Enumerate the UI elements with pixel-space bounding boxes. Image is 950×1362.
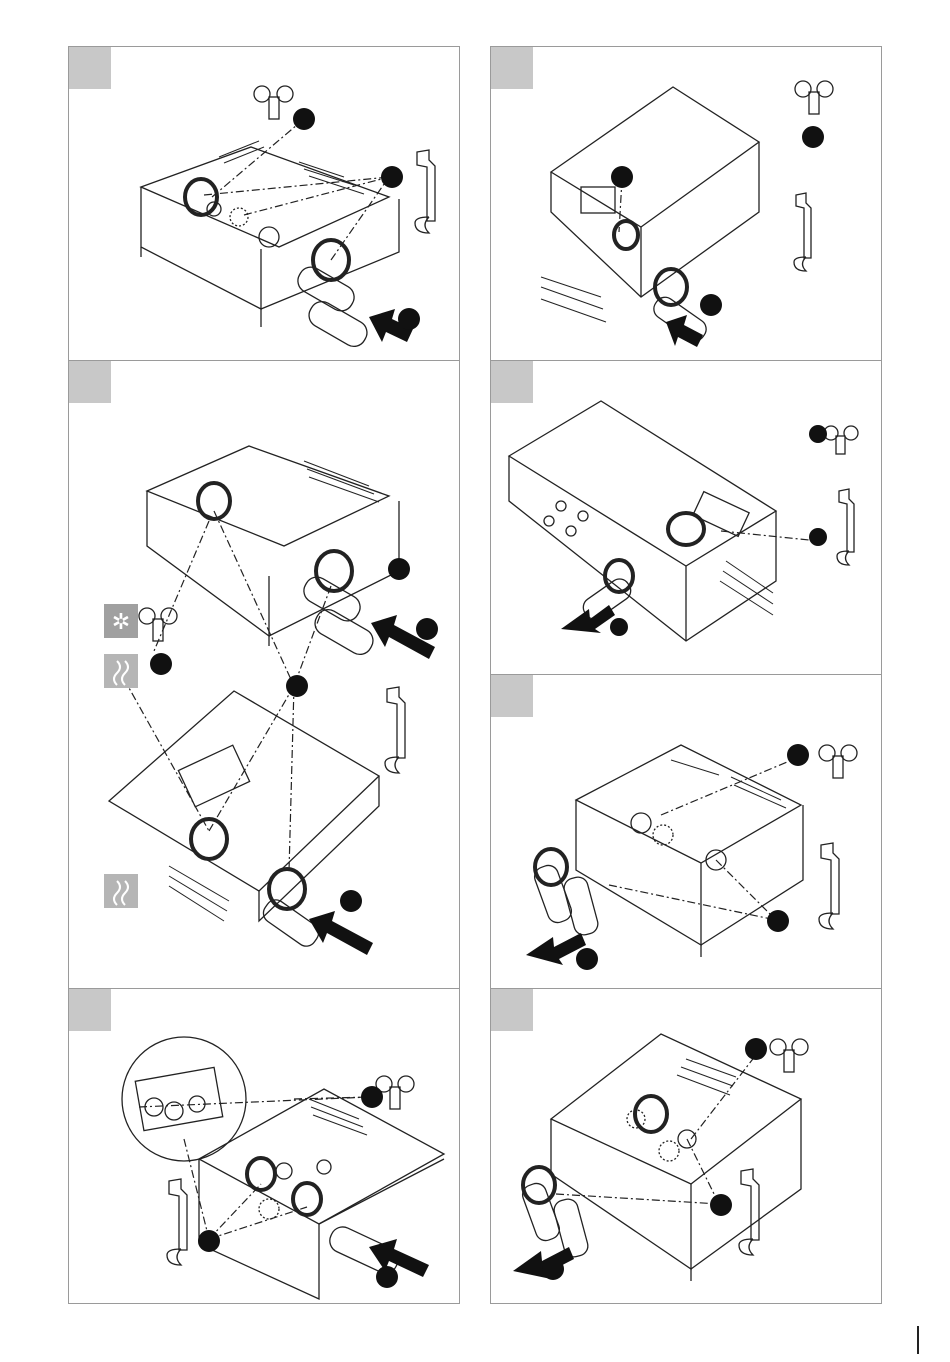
panel-step-5 <box>490 674 882 990</box>
step-marker <box>361 1086 383 1108</box>
connection-illustration <box>491 675 882 990</box>
heat-wave-icon <box>104 874 138 908</box>
step-marker <box>767 910 789 932</box>
connection-illustration <box>491 361 882 676</box>
bleed-key-icon <box>824 426 858 454</box>
insert-arrow-icon <box>666 315 703 347</box>
step-marker <box>809 425 827 443</box>
step-marker <box>610 618 628 636</box>
bleed-key-icon <box>795 81 833 114</box>
step-marker <box>710 1194 732 1216</box>
connection-illustration <box>69 47 460 362</box>
step-marker <box>802 126 824 148</box>
panel-step-7 <box>490 988 882 1304</box>
step-marker <box>293 108 315 130</box>
step-marker <box>198 1230 220 1252</box>
panel-step-3: ✲ <box>68 360 460 990</box>
step-marker <box>340 890 362 912</box>
step-marker <box>809 528 827 546</box>
bleed-key-icon <box>254 86 293 119</box>
step-marker <box>416 618 438 640</box>
panel-step-4 <box>490 360 882 676</box>
panel-step-1 <box>68 46 460 362</box>
panel-step-6 <box>68 988 460 1304</box>
step-marker <box>286 675 308 697</box>
step-marker <box>376 1266 398 1288</box>
step-marker <box>542 1258 564 1280</box>
step-marker <box>388 558 410 580</box>
bleed-key-icon <box>819 745 857 778</box>
step-marker <box>576 948 598 970</box>
step-marker <box>787 744 809 766</box>
page-edge-marker <box>917 1326 919 1354</box>
bleed-key-icon <box>139 608 177 641</box>
step-marker <box>611 166 633 188</box>
step-marker <box>381 166 403 188</box>
step-marker <box>745 1038 767 1060</box>
step-marker <box>150 653 172 675</box>
insert-arrow-icon <box>561 605 615 633</box>
connection-illustration <box>69 989 460 1304</box>
connection-illustration <box>491 989 882 1304</box>
connection-illustration: ✲ <box>69 361 460 990</box>
heat-wave-icon <box>104 654 138 688</box>
bleed-key-icon <box>770 1039 808 1072</box>
step-marker <box>700 294 722 316</box>
insert-arrow-icon <box>309 911 373 955</box>
svg-text:✲: ✲ <box>112 610 130 635</box>
panel-step-2 <box>490 46 882 362</box>
step-marker <box>398 308 420 330</box>
connection-illustration <box>491 47 882 362</box>
